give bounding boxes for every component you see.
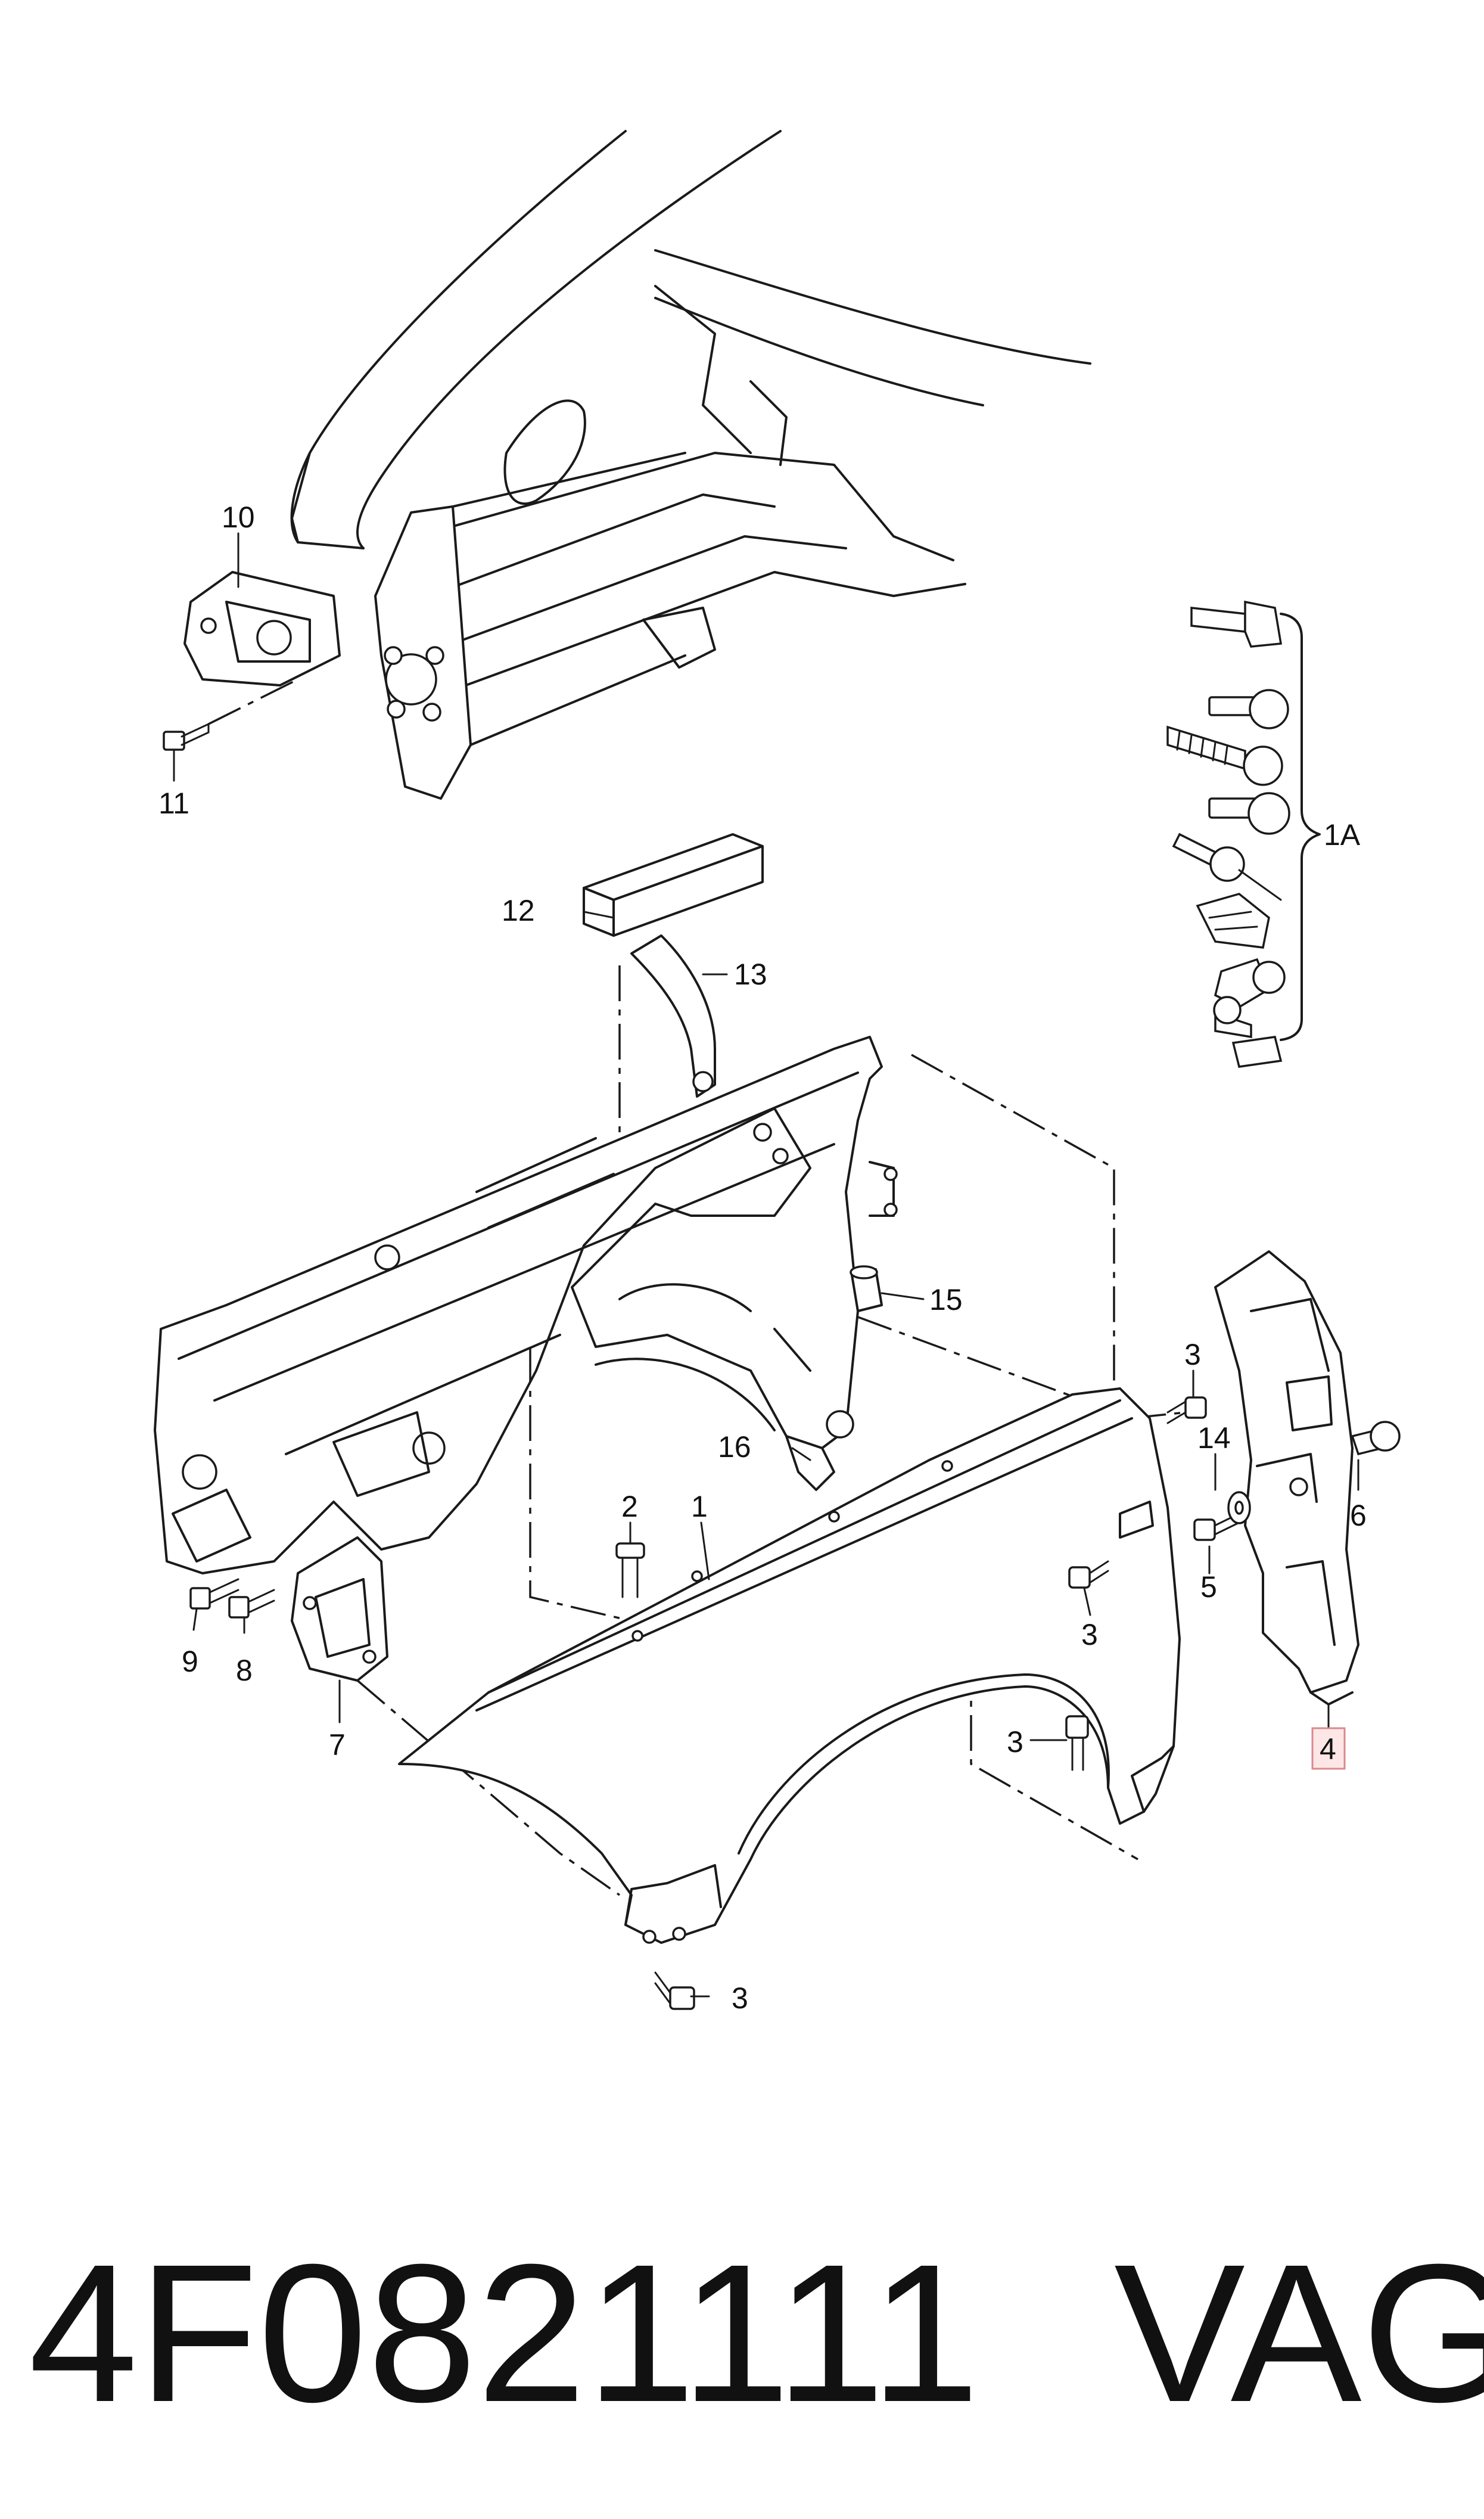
part-number: 4F0821111	[29, 2223, 980, 2443]
part-9-screw	[189, 1578, 239, 1610]
callout-13: 13	[734, 958, 767, 991]
callout-12: 12	[502, 894, 535, 927]
part-15-clip	[850, 1265, 883, 1312]
callout-15: 15	[929, 1283, 963, 1316]
clip-nut	[1196, 893, 1270, 949]
callout-3-mid: 3	[1081, 1618, 1098, 1651]
part-11-screw	[163, 678, 298, 751]
part-10-bracket	[183, 571, 341, 687]
body-front-section	[290, 130, 1091, 704]
torx-bolt-2	[1208, 792, 1290, 835]
inner-wheelhouse-structure	[154, 1036, 898, 1574]
part-14-washer	[1227, 1491, 1251, 1524]
push-clip	[1214, 958, 1286, 1008]
part-4-bracket	[1214, 1250, 1359, 1706]
front-frame-left	[374, 452, 686, 800]
part-2-screw	[615, 1542, 645, 1598]
part-3-screw-arch	[1065, 1715, 1089, 1771]
callout-7: 7	[329, 1728, 346, 1762]
callout-3-lower: 3	[732, 1981, 748, 2015]
fastener-group-1A	[1166, 600, 1321, 1068]
callout-5: 5	[1200, 1570, 1217, 1604]
rivet	[1172, 833, 1282, 901]
part-1-fender	[398, 1387, 1181, 1944]
callout-6: 6	[1350, 1499, 1367, 1532]
callout-8: 8	[236, 1654, 253, 1687]
part-12-seal	[583, 833, 764, 937]
part-5-screw	[1193, 1512, 1240, 1541]
part-3-screw-upper	[1166, 1396, 1207, 1424]
callout-10: 10	[222, 501, 255, 534]
callout-1: 1	[691, 1490, 708, 1523]
hex-bolt	[1190, 600, 1283, 648]
expansion-clip	[1213, 996, 1283, 1068]
part-8-screw	[228, 1589, 275, 1619]
callout-14: 14	[1197, 1421, 1231, 1455]
part-3-screw-mid	[1068, 1560, 1109, 1589]
bracket-1A	[1280, 613, 1321, 1041]
part-6-clip	[1351, 1421, 1401, 1456]
callout-11: 11	[158, 787, 189, 820]
callout-3-upper: 3	[1184, 1338, 1201, 1371]
part-16-bracket	[785, 1435, 835, 1491]
callout-9: 9	[182, 1645, 198, 1678]
brand-label: VAG	[1114, 2223, 1484, 2443]
part-7-bracket	[291, 1536, 388, 1682]
part-3-screw-lower	[654, 1971, 695, 2010]
callout-1A: 1A	[1324, 818, 1361, 852]
threaded-screw	[1166, 725, 1283, 786]
callout-labels: 10 11 1A 12 13 15 16 2 1 3 14 6 5 3 3 3 …	[158, 501, 1367, 2015]
callout-4-highlight	[1311, 1727, 1346, 1770]
callout-3-arch: 3	[1007, 1725, 1023, 1759]
callout-4: 4	[1320, 1732, 1336, 1766]
torx-bolt-1	[1208, 689, 1289, 729]
callout-16: 16	[718, 1430, 751, 1464]
leader-lines	[173, 532, 1359, 1998]
callout-2: 2	[621, 1490, 638, 1523]
part-13-seal	[630, 934, 716, 1098]
